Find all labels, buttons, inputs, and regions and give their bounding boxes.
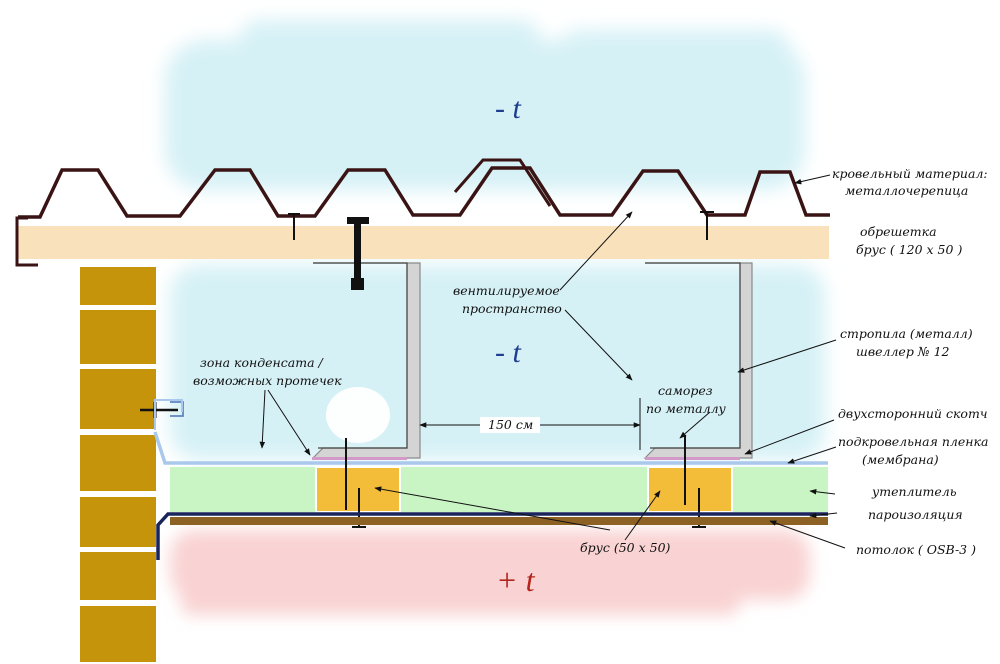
label-batten-1: обрешетка — [860, 224, 937, 239]
label-vapor: пароизоляция — [868, 507, 963, 522]
spacing-label: 150 см — [488, 417, 533, 432]
tape-right — [645, 457, 740, 460]
label-vent-2: пространство — [462, 301, 562, 316]
label-insulation: утеплитель — [871, 484, 957, 499]
label-vent-1: вентилируемое — [453, 283, 560, 298]
label-condensate-1: зона конденсата / — [200, 355, 325, 370]
label-tape: двухсторонний скотч — [838, 406, 988, 421]
outside-temperature: - t — [495, 92, 521, 125]
roof-sheet-overlap — [453, 158, 552, 207]
warm-zone — [170, 530, 810, 615]
condensate-spot — [326, 387, 390, 443]
ventilated-temperature: - t — [495, 336, 521, 369]
callout-pointers — [259, 174, 846, 549]
label-ceiling: потолок ( OSB-3 ) — [856, 542, 976, 557]
roof-sheet — [18, 166, 830, 219]
label-roofing-1: кровельный материал: — [832, 166, 988, 181]
membrane — [153, 431, 828, 465]
cold-zone — [165, 20, 825, 460]
label-membrane-2: (мембрана) — [862, 452, 939, 467]
label-batten-2: брус ( 120 х 50 ) — [856, 242, 962, 257]
self-tapping-screws — [345, 435, 706, 528]
tape-left — [312, 457, 407, 460]
inside-temperature: + t — [496, 562, 536, 598]
roof-fasteners — [288, 211, 714, 240]
vapor-barrier — [156, 512, 828, 560]
brick-wall — [78, 265, 158, 664]
spacing-label-bg — [480, 417, 540, 433]
label-screw-2: по металлу — [646, 401, 727, 416]
label-rafter-2: швеллер № 12 — [856, 344, 950, 359]
label-roofing-2: металлочерепица — [845, 183, 968, 198]
label-condensate-2: возможных протечек — [193, 373, 342, 388]
osb-ceiling — [170, 517, 828, 525]
batten-board — [18, 226, 829, 259]
label-rafter-1: стропила (металл) — [840, 326, 973, 341]
label-screw-1: саморез — [658, 383, 713, 398]
rafter-bolt — [347, 217, 369, 290]
label-timber: брус (50 х 50) — [580, 540, 671, 555]
timber-block-right — [647, 466, 733, 513]
label-membrane-1: подкровельная пленка — [838, 434, 988, 449]
